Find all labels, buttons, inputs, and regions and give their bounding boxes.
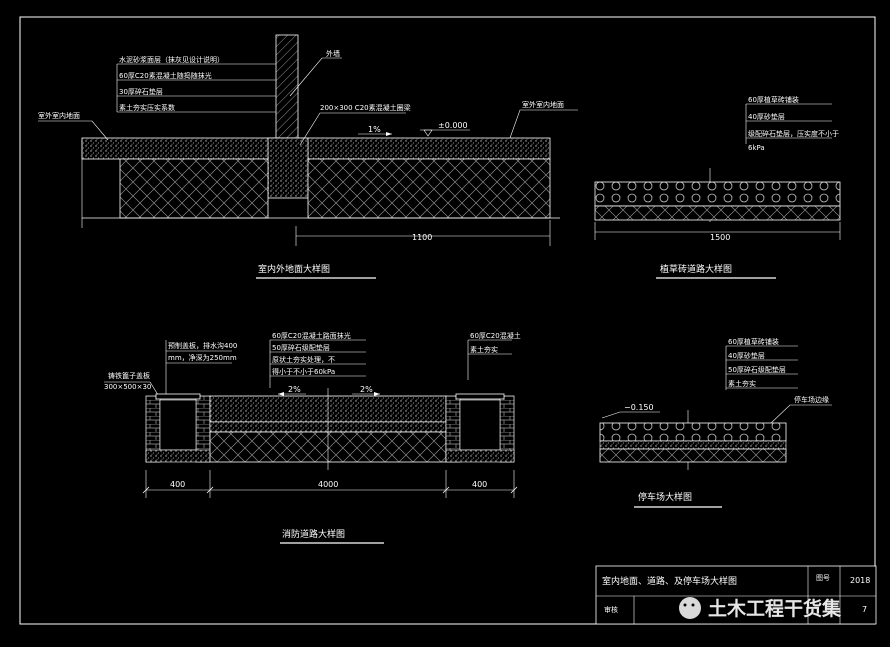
- d3-r-label-1: 60厚C20混凝土: [470, 331, 521, 340]
- layer-label-1: 水泥砂浆面层（抹灰见设计说明）: [119, 55, 224, 64]
- d4-level: −0.150: [624, 403, 654, 412]
- wechat-icon: [679, 597, 701, 619]
- d4-label-2: 40厚砂垫层: [728, 351, 765, 360]
- level-marker: [423, 129, 433, 137]
- d4-sand-layer: [599, 440, 787, 450]
- layer-label-3: 30厚碎石垫层: [119, 87, 163, 96]
- wall-leader: [289, 57, 342, 97]
- title-block: 室内地面、道路、及停车场大样图 图号 2018 审核 7: [595, 565, 877, 625]
- ditch-left-base: [145, 449, 211, 463]
- dim-4000: 4000: [318, 480, 338, 489]
- detail-title-3: 消防道路大样图: [282, 528, 345, 540]
- layer-label-4: 素土夯实压实系数: [119, 103, 175, 112]
- detail-title-2: 植草砖道路大样图: [660, 263, 732, 275]
- d4-paver-layer: [599, 422, 787, 442]
- compacted-soil-layer-right: [307, 158, 551, 219]
- right-note-leader: [509, 109, 578, 139]
- dim-400-left: 400: [170, 480, 185, 489]
- watermark-text: 土木工程干货集: [708, 597, 842, 620]
- d4-label-1: 60厚植草砖铺装: [728, 337, 779, 346]
- layer-label-2: 60厚C20素混凝土随捣随抹光: [119, 71, 212, 80]
- d3-c-label-3: 原状土夯实处理，不: [272, 355, 335, 364]
- sand-layer: [594, 205, 841, 221]
- ditch-right-base: [445, 449, 515, 463]
- d3-c-label-1: 60厚C20混凝土路面抹光: [272, 331, 351, 340]
- watermark: 土木工程干货集: [679, 597, 842, 620]
- d2-label-3: 级配碎石垫层，压实度不小于: [748, 129, 839, 138]
- ditch-left-void: [159, 399, 197, 451]
- page-number: 7: [862, 605, 867, 614]
- grate-size: 300×500×30: [104, 383, 151, 391]
- drawing-no-label: 图号: [816, 574, 830, 582]
- d3-c-label-4: 得小于不小于60kPa: [272, 367, 335, 376]
- concrete-slab-layer: [81, 137, 551, 160]
- review-label: 审核: [604, 605, 618, 614]
- ditch-note-2: mm，净深为250mm: [168, 353, 237, 362]
- d3-r-label-2: 素土夯实: [470, 345, 498, 354]
- d3-c-label-2: 50厚碎石级配垫层: [272, 343, 330, 352]
- dim-400-right: 400: [472, 480, 487, 489]
- exterior-wall: [275, 34, 299, 139]
- d4-subgrade: [599, 448, 787, 463]
- detail-title-1: 室内外地面大样图: [258, 263, 330, 275]
- level-label: ±0.000: [438, 121, 468, 130]
- d2-label-2: 40厚砂垫层: [748, 112, 785, 121]
- right-note-label: 室外室内地面: [522, 100, 564, 109]
- d2-label-4: 6kPa: [748, 144, 765, 152]
- layer-callouts-d2: 60厚植草砖铺装 40厚砂垫层 级配碎石垫层，压实度不小于 6kPa: [709, 95, 839, 222]
- compacted-soil-layer: [119, 158, 269, 219]
- d2-label-1: 60厚植草砖铺装: [748, 95, 799, 104]
- slope-left-label: 2%: [288, 385, 301, 394]
- paver-layer: [594, 181, 841, 207]
- ground-beam: [267, 137, 309, 199]
- dim-1100: 1100: [412, 233, 432, 242]
- ditch-right-cover: [455, 393, 505, 400]
- layer-callouts-d3-center: 60厚C20混凝土路面抹光 50厚碎石级配垫层 原状土夯实处理，不 得小于不小于…: [269, 331, 366, 388]
- slope-right-label: 2%: [360, 385, 373, 394]
- d4-label-3: 50厚碎石级配垫层: [728, 365, 786, 374]
- layer-callouts-left: 水泥砂浆面层（抹灰见设计说明） 60厚C20素混凝土随捣随抹光 30厚碎石垫层 …: [116, 55, 276, 113]
- layer-callouts-d4: 60厚植草砖铺装 40厚砂垫层 50厚碎石级配垫层 素土夯实: [725, 337, 798, 390]
- year: 2018: [850, 576, 870, 585]
- detail-grass-paver-road: 60厚植草砖铺装 40厚砂垫层 级配碎石垫层，压实度不小于 6kPa 1500 …: [594, 95, 841, 279]
- d4-label-4: 素土夯实: [728, 379, 756, 388]
- layer-callouts-d3-right: 60厚C20混凝土 素土夯实: [467, 331, 521, 380]
- beam-leader: [299, 112, 406, 146]
- detail-parking-lot: 60厚植草砖铺装 40厚砂垫层 50厚碎石级配垫层 素土夯实 −0.150 停车…: [599, 337, 832, 508]
- drawing-frame: [19, 16, 876, 625]
- detail-indoor-outdoor-ground: 水泥砂浆面层（抹灰见设计说明） 60厚C20素混凝土随捣随抹光 30厚碎石垫层 …: [38, 34, 578, 279]
- sheet-title: 室内地面、道路、及停车场大样图: [602, 575, 737, 587]
- detail-fire-lane-road: 预制盖板，排水沟400 mm，净深为250mm 铸铁篦子盖板 300×500×3…: [104, 331, 521, 544]
- ditch-left-cover: [155, 393, 201, 400]
- grate-label: 铸铁篦子盖板: [108, 371, 150, 380]
- d4-curb-label: 停车场边缘: [794, 395, 829, 404]
- left-note-leader: [38, 120, 109, 141]
- beam-label: 200×300 C20素混凝土圈梁: [320, 103, 411, 112]
- ditch-note-1: 预制盖板，排水沟400: [168, 341, 237, 350]
- dim-1500: 1500: [710, 233, 730, 242]
- ditch-right-void: [459, 399, 501, 451]
- wall-label: 外墙: [326, 49, 340, 58]
- detail-title-4: 停车场大样图: [638, 491, 692, 503]
- left-note-label: 室外室内地面: [38, 111, 80, 120]
- slope-label: 1%: [368, 125, 381, 134]
